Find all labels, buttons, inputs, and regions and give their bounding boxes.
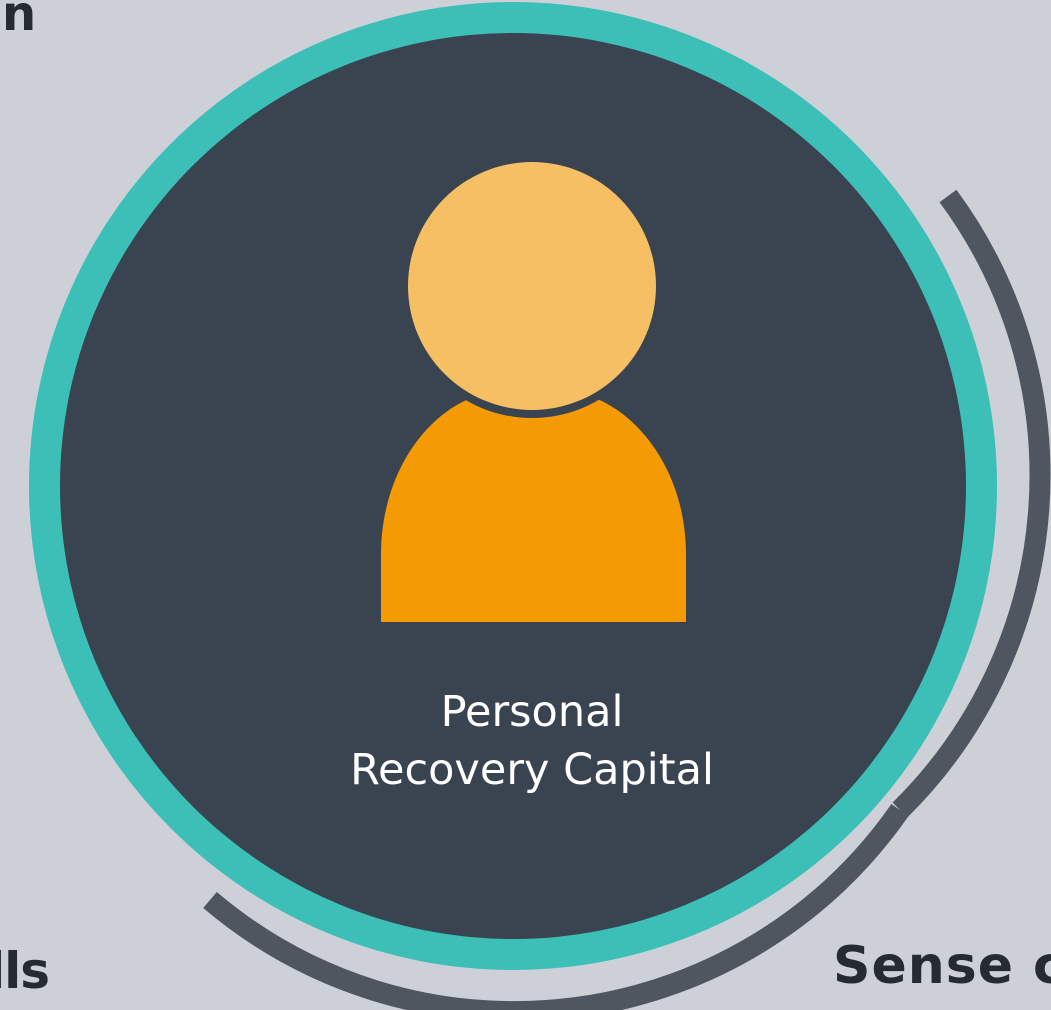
cropped-label-top-left: n [2, 0, 37, 42]
outer-arc-bottom [203, 803, 909, 1010]
outer-arc-right [892, 189, 1051, 818]
person-head [408, 162, 656, 410]
caption-line-2: Recovery Capital [350, 745, 714, 795]
person-icon [381, 154, 686, 622]
cropped-label-bottom-right: Sense c [833, 936, 1051, 996]
person-body [381, 394, 686, 622]
center-caption: Personal Recovery Capital [320, 683, 744, 799]
caption-line-1: Personal [440, 687, 624, 737]
cropped-label-bottom-left: lls [0, 942, 50, 1000]
